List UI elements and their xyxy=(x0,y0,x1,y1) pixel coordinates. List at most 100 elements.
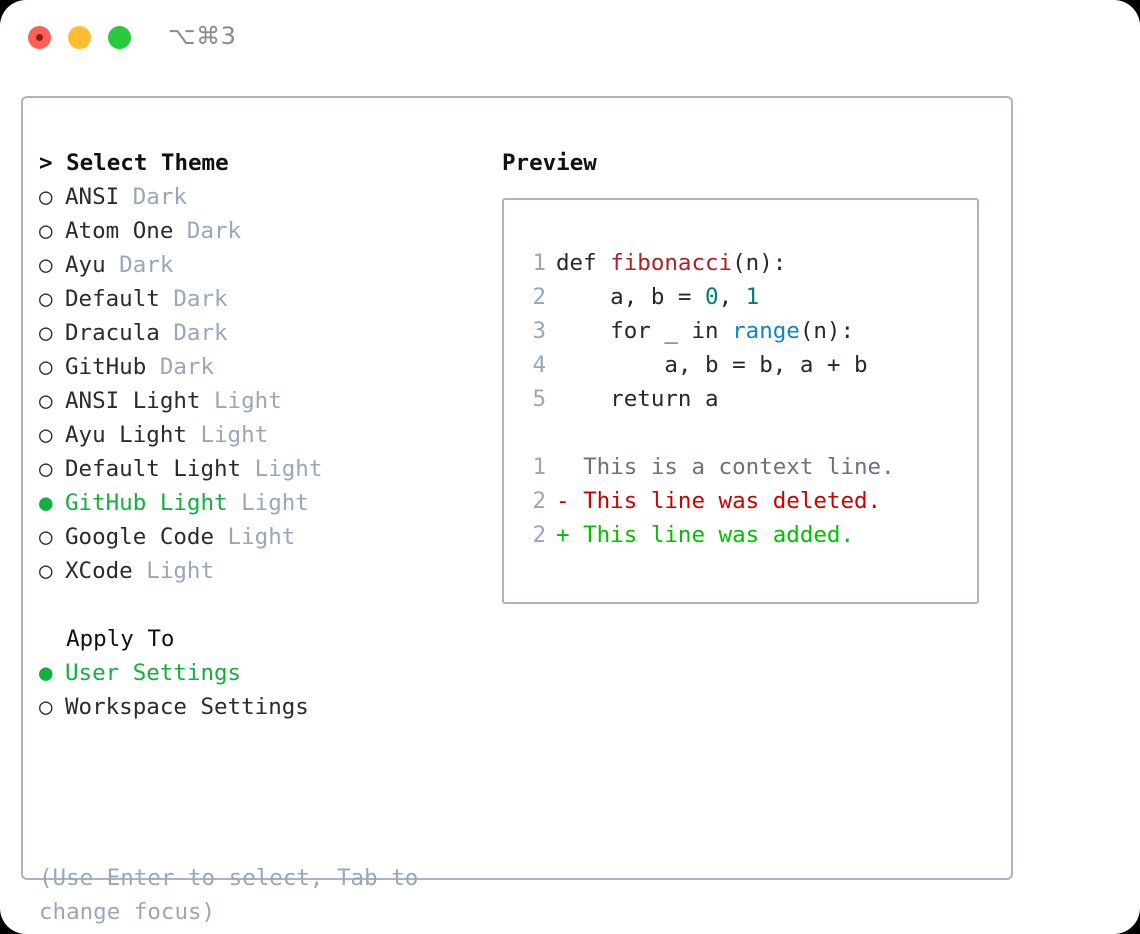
code-token: 0 xyxy=(705,284,719,310)
theme-variant-tag: Dark xyxy=(173,218,242,244)
code-token: This is a context line. xyxy=(556,454,895,480)
keyboard-shortcut-label: ⌥⌘3 xyxy=(168,22,237,50)
radio-unselected-icon: ○ xyxy=(39,388,53,414)
zoom-window-icon[interactable] xyxy=(108,26,131,49)
line-number: 1 xyxy=(532,250,546,276)
theme-variant-tag: Light xyxy=(186,422,269,448)
theme-variant-tag: Dark xyxy=(105,252,174,278)
apply-to-list: ● User Settings ○ Workspace Settings xyxy=(39,656,489,724)
theme-variant-tag: Light xyxy=(200,388,282,414)
radio-unselected-icon: ○ xyxy=(39,184,53,210)
theme-option-label: Default xyxy=(65,286,160,312)
code-token: a, b = b, a + b xyxy=(556,352,868,378)
theme-variant-tag: Light xyxy=(227,490,309,516)
theme-option-label: Default Light xyxy=(65,456,242,482)
theme-option[interactable]: ○ Default Light Light xyxy=(39,452,489,486)
radio-unselected-icon: ○ xyxy=(39,524,53,550)
theme-option-label: GitHub Light xyxy=(65,490,228,516)
close-window-icon[interactable] xyxy=(28,26,51,49)
theme-option[interactable]: ○ Google Code Light xyxy=(39,520,489,554)
radio-unselected-icon: ○ xyxy=(39,456,53,482)
theme-selector-column: > Select Theme ○ANSI Dark○Atom One Dark○… xyxy=(39,146,489,724)
theme-list: ○ ANSI Dark ○ Atom One Dark ○ Ayu Dark ○ Defaul… xyxy=(39,180,489,588)
theme-option-label: XCode xyxy=(65,558,133,584)
theme-option[interactable]: ○ Ayu Dark xyxy=(39,248,489,282)
diff-sample: 1 This is a context line.2- This line wa… xyxy=(504,450,977,552)
keyboard-hint-text: (Use Enter to select, Tab to change focu… xyxy=(39,865,419,925)
diff-line: 1 This is a context line. xyxy=(504,450,977,484)
theme-option[interactable]: ○ Atom One Dark xyxy=(39,214,489,248)
code-token: a, b = xyxy=(556,284,706,310)
line-number: 3 xyxy=(532,318,546,344)
radio-unselected-icon: ○ xyxy=(39,354,53,380)
traffic-lights xyxy=(28,26,131,49)
apply-to-option[interactable]: ○ Workspace Settings xyxy=(39,690,489,724)
radio-unselected-icon: ○ xyxy=(39,694,53,720)
theme-option[interactable]: ○ ANSI Dark xyxy=(39,180,489,214)
theme-variant-tag: Light xyxy=(241,456,323,482)
line-number: 2 xyxy=(532,522,546,548)
code-token: range xyxy=(732,318,800,344)
code-token: for _ in xyxy=(556,318,733,344)
theme-option-label: GitHub xyxy=(65,354,147,380)
code-line: 5 return a xyxy=(504,382,977,416)
diff-line: 2- This line was deleted. xyxy=(504,484,977,518)
section-spacer xyxy=(39,588,489,622)
code-token: + This line was added. xyxy=(556,522,855,548)
theme-option-label: Google Code xyxy=(65,524,215,550)
code-token: return a xyxy=(556,386,719,412)
theme-option[interactable]: ○ XCode Light xyxy=(39,554,489,588)
theme-variant-tag: Light xyxy=(132,558,215,584)
radio-unselected-icon: ○ xyxy=(39,422,53,448)
theme-option-label: ANSI Light xyxy=(65,388,201,414)
code-token: (n): xyxy=(732,250,787,276)
theme-option[interactable]: ○ Ayu Light Light xyxy=(39,418,489,452)
minimize-window-icon[interactable] xyxy=(68,26,91,49)
radio-unselected-icon: ○ xyxy=(39,286,53,312)
theme-option[interactable]: ○ GitHub Dark xyxy=(39,350,489,384)
window-titlebar: ⌥⌘3 xyxy=(0,0,1140,78)
theme-option-label: ANSI xyxy=(65,184,120,210)
theme-variant-tag: Dark xyxy=(146,354,215,380)
radio-selected-icon: ● xyxy=(39,490,53,516)
theme-option[interactable]: ○Dracula Dark xyxy=(39,316,489,350)
apply-to-option-label: Workspace Settings xyxy=(65,694,309,720)
radio-unselected-icon: ○ xyxy=(39,252,53,278)
theme-option-label: Atom One xyxy=(65,218,174,244)
theme-variant-tag: Dark xyxy=(159,286,228,312)
code-token: fibonacci xyxy=(610,250,733,276)
apply-to-option[interactable]: ● User Settings xyxy=(39,656,489,690)
theme-variant-tag: Dark xyxy=(119,184,187,210)
theme-option[interactable]: ○ ANSI Light Light xyxy=(39,384,489,418)
code-token: def xyxy=(556,250,611,276)
radio-selected-icon: ● xyxy=(39,660,53,686)
theme-option-label: Ayu xyxy=(65,252,106,278)
radio-unselected-icon: ○ xyxy=(39,320,53,346)
radio-unselected-icon: ○ xyxy=(39,218,53,244)
select-theme-heading: > Select Theme xyxy=(39,150,229,176)
diff-line: 2 + This line was added. xyxy=(504,518,977,552)
line-number: 5 xyxy=(532,386,546,412)
theme-option[interactable]: ○ Default Dark xyxy=(39,282,489,316)
theme-option-label: Ayu Light xyxy=(65,422,187,448)
code-token: , xyxy=(718,284,746,310)
apply-to-heading: Apply To xyxy=(66,626,175,652)
main-panel: > Select Theme ○ANSI Dark○Atom One Dark○… xyxy=(21,96,1013,925)
code-line: 2 a, b = 0, 1 xyxy=(504,280,977,314)
code-token: - This line was deleted. xyxy=(556,488,882,514)
theme-option[interactable]: ● GitHub Light Light xyxy=(39,486,489,520)
code-token: 1 xyxy=(745,284,760,310)
apply-to-option-label: User Settings xyxy=(65,660,242,686)
code-token: (n): xyxy=(799,318,855,344)
theme-variant-tag: Light xyxy=(214,524,296,550)
code-line: 3 for _ in range(n): xyxy=(504,314,977,348)
line-number: 1 xyxy=(532,454,546,480)
code-line: 4 a, b = b, a + b xyxy=(504,348,977,382)
line-number: 2 xyxy=(532,284,546,310)
radio-unselected-icon: ○ xyxy=(39,558,53,584)
theme-variant-tag: Dark xyxy=(159,320,228,346)
